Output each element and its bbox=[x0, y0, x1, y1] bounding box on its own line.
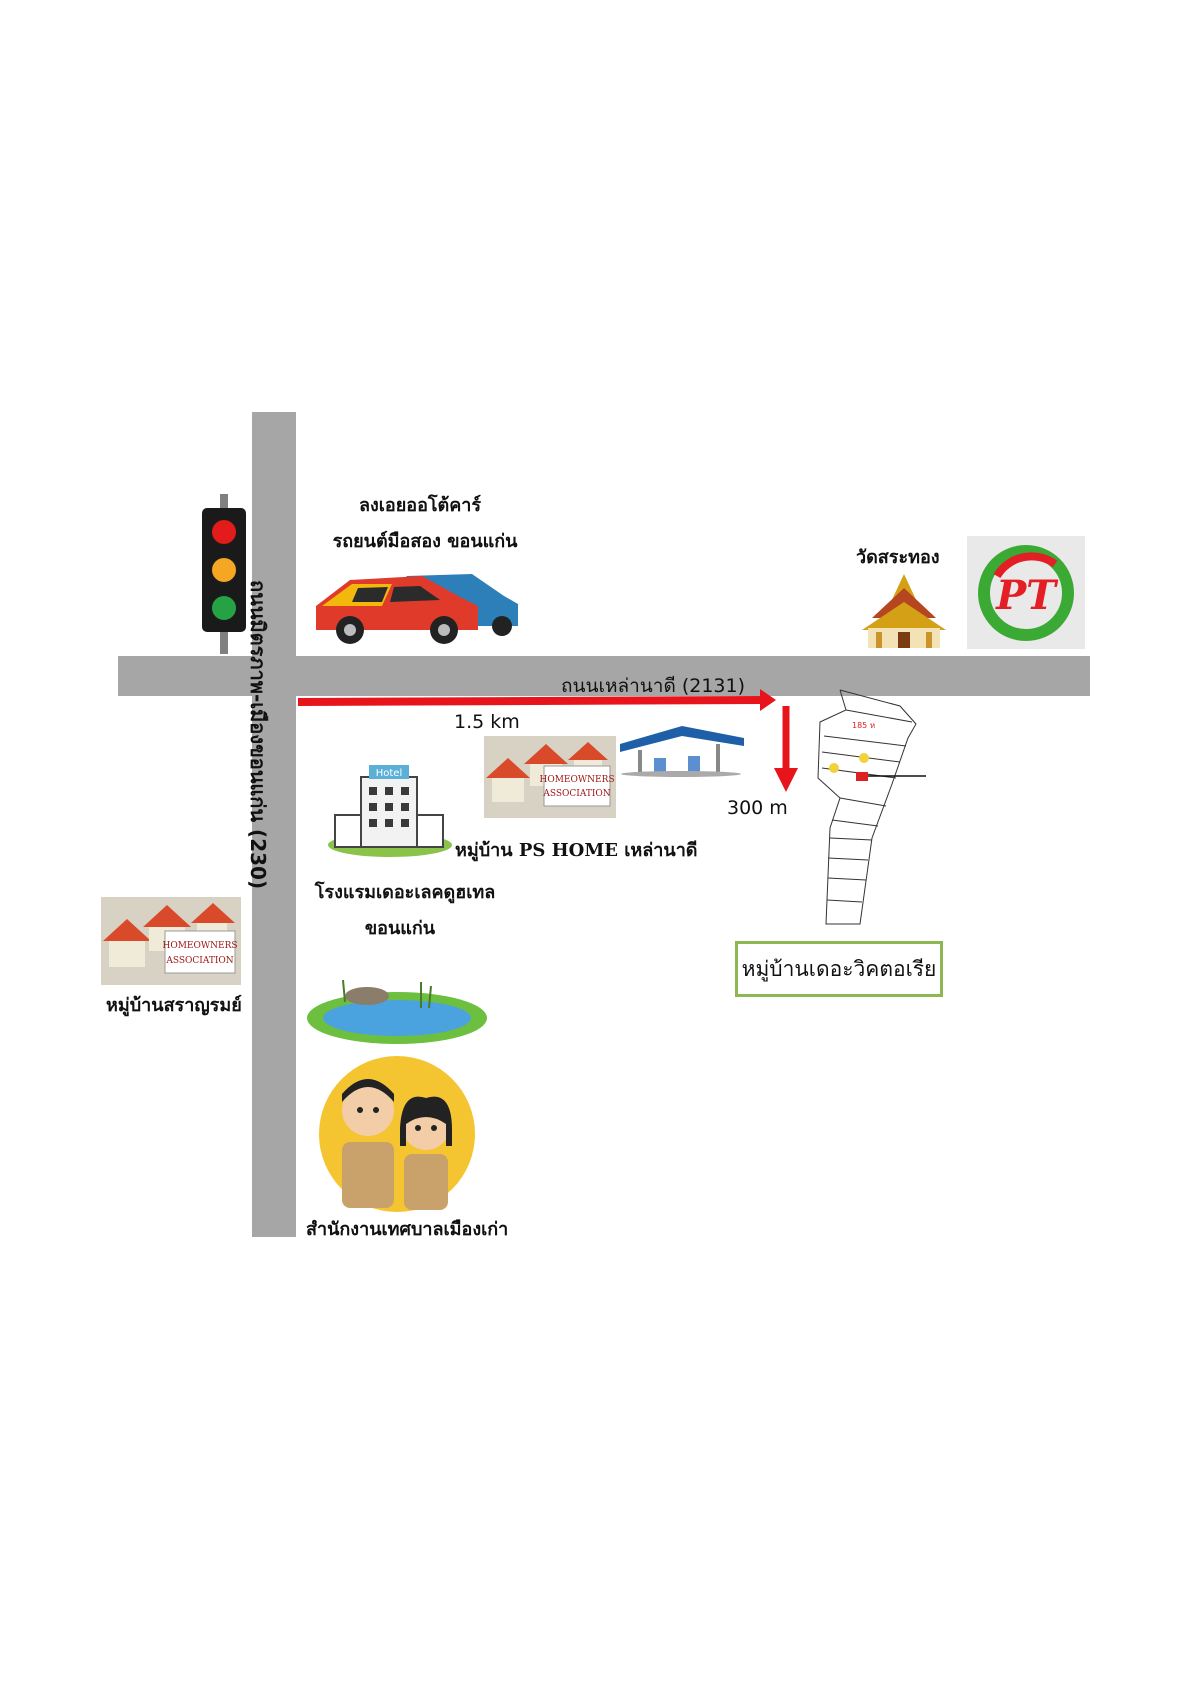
route-arrows bbox=[297, 689, 798, 792]
car-dealer-subtitle: รถยนต์มือสอง ขอนแก่น bbox=[332, 531, 518, 552]
hotel-icon: Hotel bbox=[328, 765, 452, 857]
municipality-officers-icon bbox=[319, 1056, 475, 1212]
pt-station-logo: PT bbox=[967, 536, 1085, 649]
road-vertical bbox=[252, 412, 296, 1237]
saranrom-village-image: HOMEOWNERS ASSOCIATION bbox=[101, 897, 241, 985]
road-horizontal bbox=[118, 656, 1090, 696]
plot-label-text: 185 ห bbox=[852, 721, 875, 730]
pt-logo-text: PT bbox=[995, 572, 1059, 619]
hotel-sign-text: Hotel bbox=[376, 768, 403, 779]
homeowners-text-2: HOMEOWNERS bbox=[162, 941, 237, 951]
ps-home-village-image: HOMEOWNERS ASSOCIATION bbox=[484, 736, 616, 818]
car-icon bbox=[316, 574, 518, 644]
horizontal-road-label: ถนนเหล่านาดี (2131) bbox=[561, 675, 746, 697]
ps-home-label: หมู่บ้าน PS HOME เหล่านาดี bbox=[455, 840, 698, 861]
temple-icon bbox=[862, 574, 946, 648]
homeowners-text: HOMEOWNERS bbox=[539, 775, 614, 785]
car-dealer-name: ลงเอยออโต้คาร์ bbox=[358, 495, 482, 516]
saranrom-label: หมู่บ้านสราญรมย์ bbox=[106, 995, 242, 1016]
destination-label: หมู่บ้านเดอะวิคตอเรีย bbox=[741, 956, 937, 981]
hotel-city: ขอนแก่น bbox=[364, 918, 436, 939]
association-text: ASSOCIATION bbox=[542, 789, 610, 799]
hotel-name: โรงแรมเดอะเลคดูฮเทล bbox=[314, 882, 496, 903]
distance-south-label: 300 m bbox=[727, 797, 788, 819]
distance-east-label: 1.5 km bbox=[454, 711, 520, 733]
traffic-light-icon bbox=[202, 494, 246, 654]
gas-station-icon bbox=[620, 726, 744, 777]
temple-label: วัดสระทอง bbox=[856, 547, 940, 568]
municipality-label: สำนักงานเทศบาลเมืองเก่า bbox=[306, 1219, 509, 1240]
destination-label-box: หมู่บ้านเดอะวิคตอเรีย bbox=[735, 941, 943, 997]
association-text-2: ASSOCIATION bbox=[165, 956, 233, 966]
pond-icon bbox=[307, 979, 487, 1044]
plot-map: 185 ห bbox=[817, 689, 926, 925]
